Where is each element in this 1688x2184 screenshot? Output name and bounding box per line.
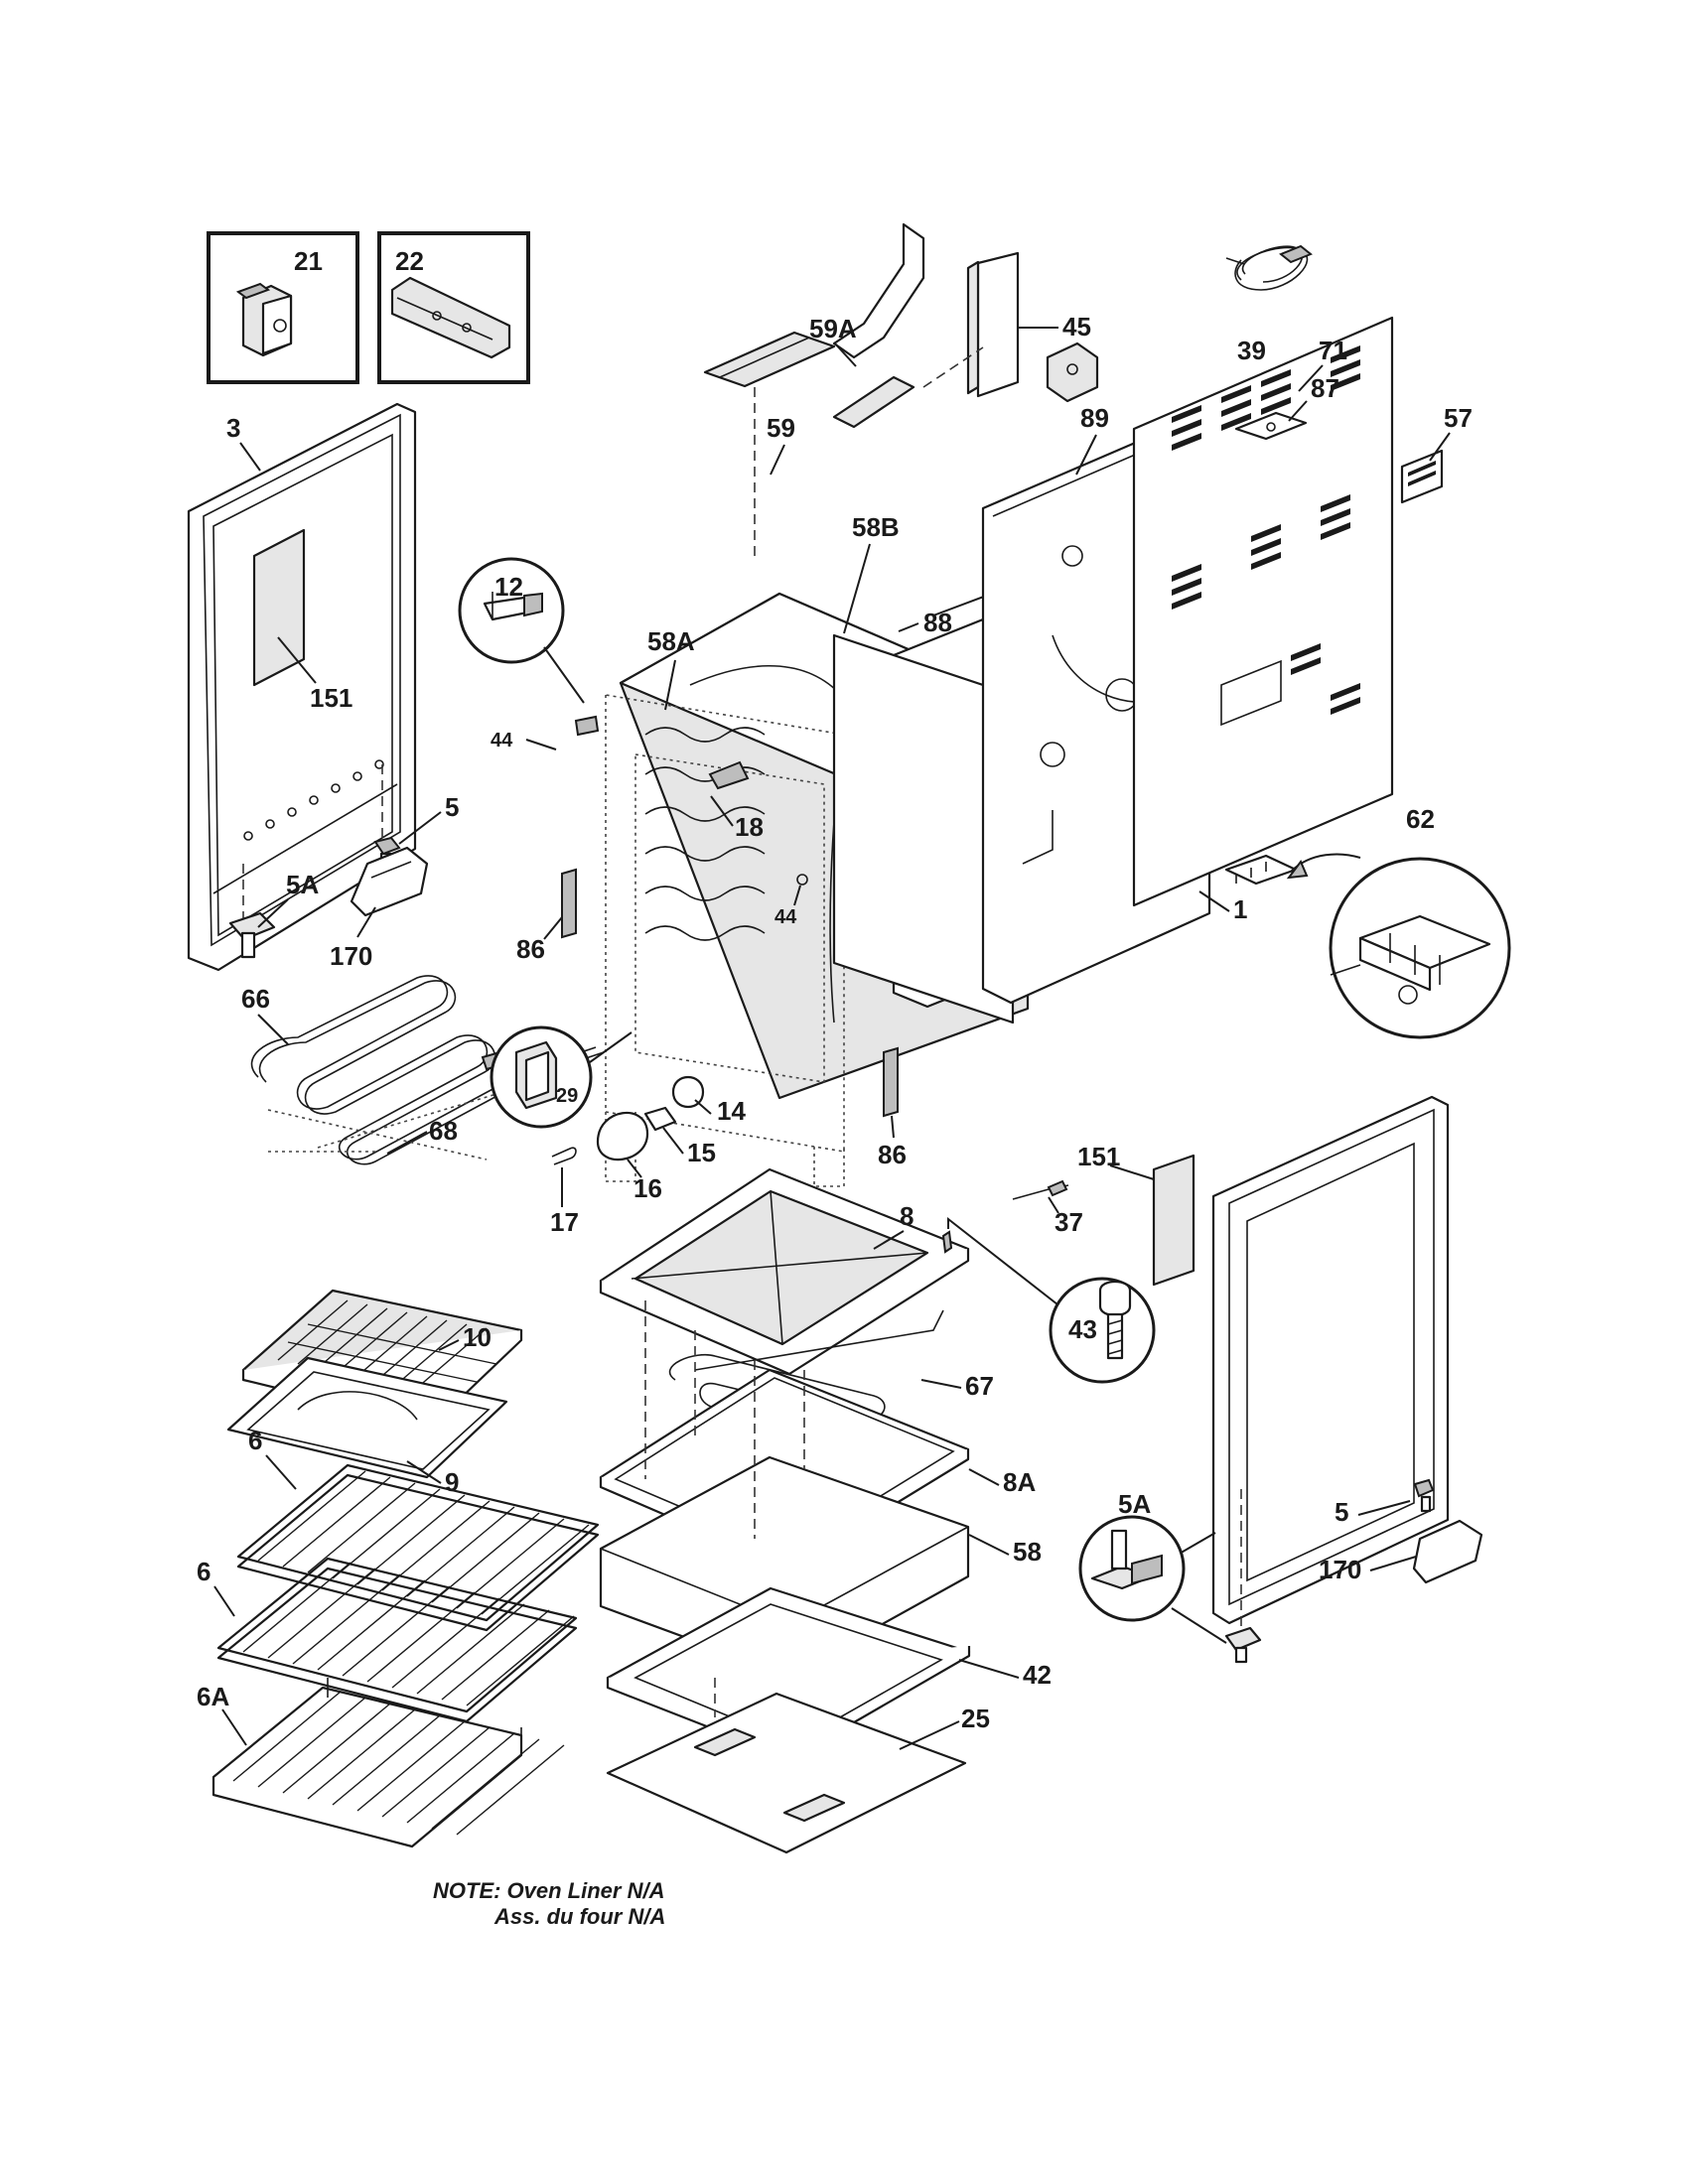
note-line-1: NOTE: Oven Liner N/A bbox=[433, 1878, 664, 1903]
callout-3-left: 3 bbox=[226, 413, 240, 443]
callout-170-left: 170 bbox=[330, 941, 372, 971]
screw-43: 43 bbox=[941, 1216, 1156, 1384]
leveler-right: 5A 5 170 bbox=[1078, 1478, 1483, 1664]
callout-71: 71 bbox=[1319, 336, 1347, 365]
callout-12: 12 bbox=[494, 572, 523, 602]
callout-18: 18 bbox=[735, 812, 764, 842]
callout-10: 10 bbox=[463, 1322, 492, 1352]
callout-62: 62 bbox=[1406, 804, 1435, 834]
callout-86-left: 86 bbox=[516, 934, 545, 964]
callout-86-right: 86 bbox=[878, 1140, 907, 1169]
callout-9: 9 bbox=[445, 1467, 459, 1497]
callout-66: 66 bbox=[241, 984, 270, 1014]
back-cover-vents bbox=[1172, 345, 1360, 715]
liner-wave-pattern bbox=[644, 727, 766, 941]
bracket-89: 89 bbox=[1046, 341, 1109, 476]
inset-part-12: 12 44 bbox=[458, 557, 600, 751]
callout-58: 58 bbox=[1013, 1537, 1042, 1567]
terminal-block-62: 62 bbox=[1224, 804, 1511, 1039]
callout-87: 87 bbox=[1311, 373, 1339, 403]
side-panel-left-holes bbox=[243, 759, 384, 841]
rear-insulation: 58B 88 bbox=[832, 512, 1015, 1024]
callout-6-lower: 6 bbox=[197, 1557, 211, 1586]
oven-bottom-8: 8 bbox=[599, 1167, 970, 1376]
callout-68: 68 bbox=[429, 1116, 458, 1146]
callout-67: 67 bbox=[965, 1371, 994, 1401]
callout-8: 8 bbox=[900, 1201, 914, 1231]
callout-5A-right: 5A bbox=[1118, 1489, 1151, 1519]
callout-5A-left: 5A bbox=[286, 870, 319, 899]
callout-6A: 6A bbox=[197, 1682, 229, 1711]
callout-1: 1 bbox=[1233, 894, 1247, 924]
broil-pan: 10 9 bbox=[226, 1289, 523, 1497]
inset-part-22: 22 bbox=[377, 231, 530, 384]
callout-58A: 58A bbox=[647, 626, 695, 656]
cover-57: 57 bbox=[1400, 403, 1473, 504]
callout-59A: 59A bbox=[809, 314, 857, 343]
oven-rack-6A: 6A bbox=[197, 1678, 565, 1848]
callout-29: 29 bbox=[556, 1085, 578, 1107]
callout-89: 89 bbox=[1080, 403, 1109, 433]
callout-5-right: 5 bbox=[1335, 1497, 1348, 1527]
callout-151-left: 151 bbox=[310, 683, 352, 713]
clip-87: 87 bbox=[1234, 373, 1339, 441]
callout-44-left: 44 bbox=[491, 730, 513, 751]
callout-88: 88 bbox=[923, 608, 952, 637]
callout-21: 21 bbox=[294, 246, 323, 276]
side-panel-right: 3 151 37 bbox=[1012, 1095, 1450, 1625]
bottom-cover-25: 25 bbox=[606, 1692, 990, 1854]
power-cord: 39 bbox=[1225, 244, 1313, 365]
callout-37: 37 bbox=[1055, 1207, 1083, 1237]
rack-support-86: 86 86 bbox=[516, 868, 907, 1169]
leveler-left: 5 5A 170 bbox=[228, 764, 459, 971]
note-line-2: Ass. du four N/A bbox=[493, 1904, 665, 1929]
note: NOTE: Oven Liner N/A Ass. du four N/A bbox=[433, 1878, 665, 1929]
oven-light-assembly: 29 14 15 16 17 bbox=[490, 1025, 746, 1237]
callout-39: 39 bbox=[1237, 336, 1266, 365]
callout-17: 17 bbox=[550, 1207, 579, 1237]
callout-6-upper: 6 bbox=[248, 1426, 262, 1455]
callout-5-left: 5 bbox=[445, 792, 459, 822]
broil-grid-slots bbox=[277, 1299, 497, 1389]
callout-14: 14 bbox=[717, 1096, 746, 1126]
callout-25: 25 bbox=[961, 1704, 990, 1733]
bake-element: 66 68 bbox=[241, 975, 605, 1165]
callout-16: 16 bbox=[633, 1173, 662, 1203]
assembly-lines-bottom bbox=[644, 1300, 805, 1717]
oven-rack-lower: 6 bbox=[197, 1557, 578, 1723]
callout-58B: 58B bbox=[852, 512, 900, 542]
side-panel-left: 3 151 bbox=[187, 402, 417, 972]
callout-57: 57 bbox=[1444, 403, 1473, 433]
callout-170-right: 170 bbox=[1319, 1555, 1361, 1584]
callout-22: 22 bbox=[395, 246, 424, 276]
callout-8A: 8A bbox=[1003, 1467, 1036, 1497]
callout-15: 15 bbox=[687, 1138, 716, 1167]
back-cover-71: 71 bbox=[1132, 316, 1394, 907]
inset-part-21: 21 bbox=[207, 231, 359, 384]
callout-44-center: 44 bbox=[774, 906, 797, 928]
callout-43: 43 bbox=[1068, 1314, 1097, 1344]
callout-59: 59 bbox=[767, 413, 795, 443]
callout-42: 42 bbox=[1023, 1660, 1052, 1690]
vent-ducts: 59 59A 45 bbox=[703, 222, 1091, 556]
callout-45: 45 bbox=[1062, 312, 1091, 341]
